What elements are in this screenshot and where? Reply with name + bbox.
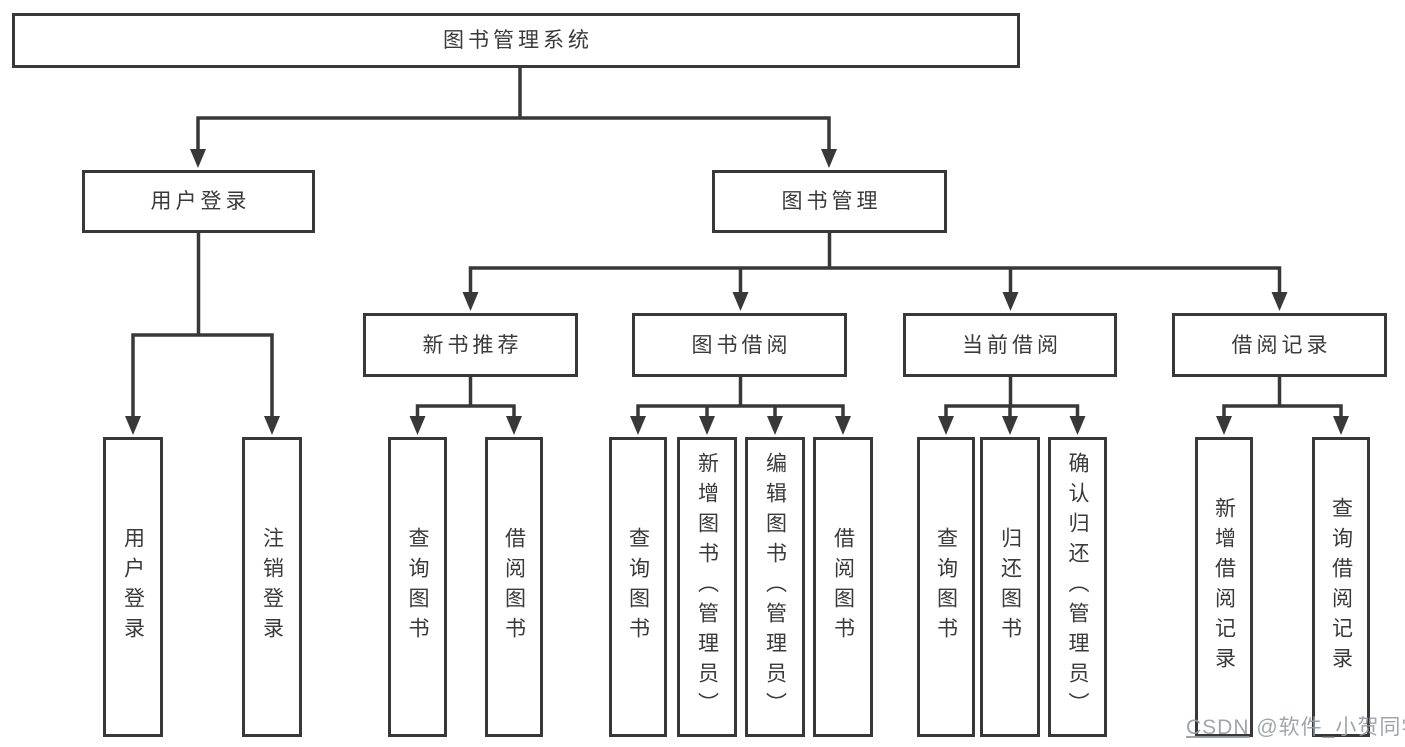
node-label: 查询借阅记录	[1329, 497, 1353, 677]
arrowhead-icon	[1271, 292, 1288, 311]
node-library-management-system: 图书管理系统	[12, 13, 1020, 68]
arrowhead-icon	[767, 416, 783, 435]
node-label: 当前借阅	[962, 333, 1062, 357]
connector-newbook-to-leaves	[415, 377, 516, 417]
node-label: 查询图书	[626, 527, 650, 647]
leaf-query-borrow-record: 查询借阅记录	[1312, 437, 1370, 737]
leaf-user-login: 用户登录	[103, 437, 163, 737]
arrowhead-icon	[462, 292, 479, 311]
connector-root-to-level2	[196, 68, 831, 150]
arrowhead-icon	[1002, 292, 1019, 311]
node-label: 图书管理系统	[443, 29, 593, 52]
arrowhead-icon	[1333, 416, 1349, 435]
watermark-author: @软件_小贺同学	[1256, 716, 1405, 739]
node-book-borrowing: 图书借阅	[632, 313, 847, 377]
node-label: 图书管理	[781, 190, 882, 213]
node-label: 新书推荐	[422, 333, 523, 357]
leaf-logout: 注销登录	[242, 437, 302, 737]
leaf-add-books-admin: 新增图书（管理员）	[677, 437, 737, 737]
node-current-borrowing: 当前借阅	[903, 313, 1117, 377]
connector-records-to-leaves	[1222, 377, 1343, 417]
node-user-login: 用户登录	[82, 170, 315, 233]
node-label: 图书借阅	[691, 333, 792, 357]
arrowhead-icon	[1069, 416, 1086, 435]
leaf-return-books: 归还图书	[980, 437, 1040, 737]
arrowhead-icon	[630, 416, 646, 435]
arrowhead-icon	[835, 416, 851, 435]
leaf-query-books-recommend: 查询图书	[388, 437, 447, 737]
leaf-confirm-return-admin: 确认归还（管理员）	[1048, 437, 1107, 737]
node-label: 借阅图书	[502, 527, 526, 647]
arrowhead-icon	[1216, 416, 1232, 435]
connector-currentborrow-to-leaves	[944, 377, 1080, 417]
arrowhead-icon	[699, 416, 715, 435]
watermark-prefix: CSDN	[1186, 716, 1250, 739]
node-label: 注销登录	[260, 527, 284, 647]
arrowhead-icon	[1002, 416, 1018, 435]
arrowhead-icon	[264, 416, 280, 435]
csdn-watermark: CSDN @软件_小贺同学	[1186, 711, 1405, 741]
arrowhead-icon	[190, 149, 206, 168]
leaf-borrow-books: 借阅图书	[813, 437, 873, 737]
node-label: 归还图书	[998, 527, 1022, 647]
node-label: 借阅记录	[1231, 333, 1332, 357]
node-label: 用户登录	[121, 527, 145, 647]
node-label: 编辑图书（管理员）	[763, 452, 787, 722]
arrowhead-icon	[732, 292, 749, 311]
leaf-edit-books-admin: 编辑图书（管理员）	[745, 437, 805, 737]
node-borrowing-records: 借阅记录	[1172, 313, 1387, 377]
node-label: 新增借阅记录	[1212, 497, 1236, 677]
leaf-borrow-books-recommend: 借阅图书	[485, 437, 543, 737]
arrowhead-icon	[125, 416, 141, 435]
leaf-query-books-current: 查询图书	[917, 437, 975, 737]
node-label: 借阅图书	[831, 527, 855, 647]
node-book-management: 图书管理	[712, 170, 947, 233]
node-label: 查询图书	[934, 527, 958, 647]
arrowhead-icon	[821, 149, 837, 168]
arrowhead-icons	[125, 149, 1349, 435]
node-label: 查询图书	[406, 527, 429, 647]
leaf-query-books-borrow: 查询图书	[609, 437, 667, 737]
arrowhead-icon	[506, 416, 522, 435]
node-label: 用户登录	[150, 190, 251, 213]
leaf-add-borrow-record: 新增借阅记录	[1195, 437, 1253, 737]
node-label: 确认归还（管理员）	[1066, 452, 1089, 722]
node-new-book-recommendation: 新书推荐	[363, 313, 578, 377]
arrowhead-icon	[938, 416, 954, 435]
arrowhead-icon	[409, 416, 426, 435]
connector-bookmgmt-to-level3	[468, 233, 1282, 293]
connector-bookborrow-to-leaves	[636, 377, 845, 417]
connector-userlogin-to-leaves	[131, 233, 274, 417]
node-label: 新增图书（管理员）	[695, 452, 719, 722]
